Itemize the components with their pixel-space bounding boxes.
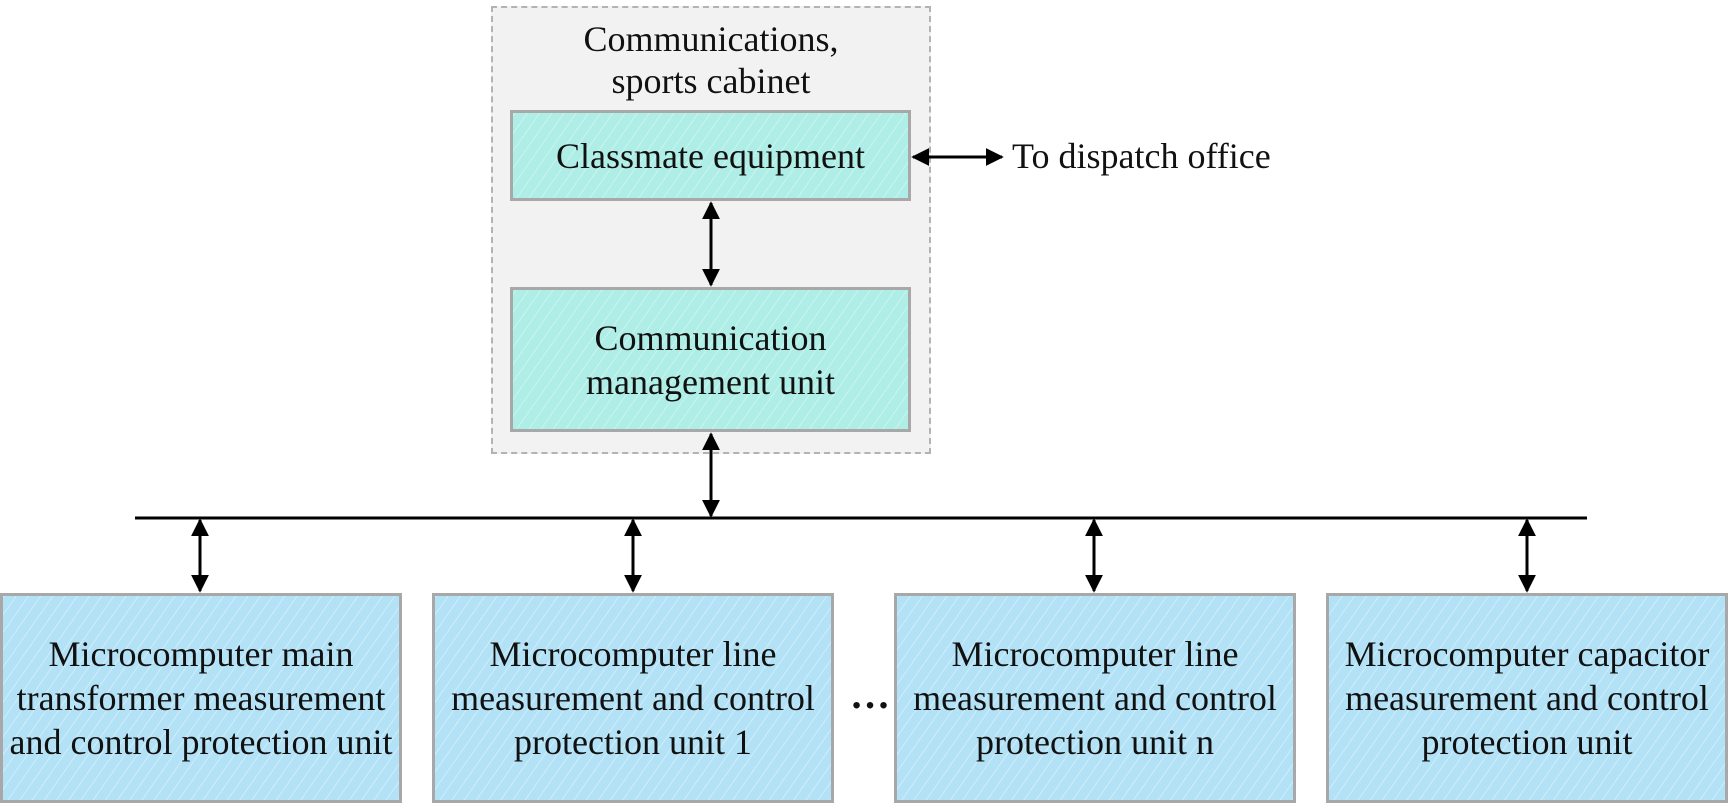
cabinet-title: Communications, sports cabinet <box>583 19 839 101</box>
ellipsis-separator: … <box>850 671 890 717</box>
line-unit-1-label: Microcomputer line measurement and contr… <box>451 634 815 762</box>
capacitor-unit-label: Microcomputer capacitor measurement and … <box>1344 634 1710 762</box>
classmate-equipment-box: Classmate equipment <box>510 110 911 201</box>
main-transformer-unit-box: Microcomputer main transformer measureme… <box>0 593 402 803</box>
line-unit-n-box: Microcomputer line measurement and contr… <box>894 593 1296 803</box>
communication-management-unit-box: Communication management unit <box>510 287 911 432</box>
main-transformer-unit-label: Microcomputer main transformer measureme… <box>9 634 393 762</box>
classmate-equipment-label: Classmate equipment <box>556 135 865 176</box>
line-unit-1-box: Microcomputer line measurement and contr… <box>432 593 834 803</box>
capacitor-unit-box: Microcomputer capacitor measurement and … <box>1326 593 1728 803</box>
dispatch-office-label: To dispatch office <box>1012 136 1271 176</box>
communication-management-unit-label: Communication management unit <box>586 317 835 402</box>
line-unit-n-label: Microcomputer line measurement and contr… <box>913 634 1277 762</box>
